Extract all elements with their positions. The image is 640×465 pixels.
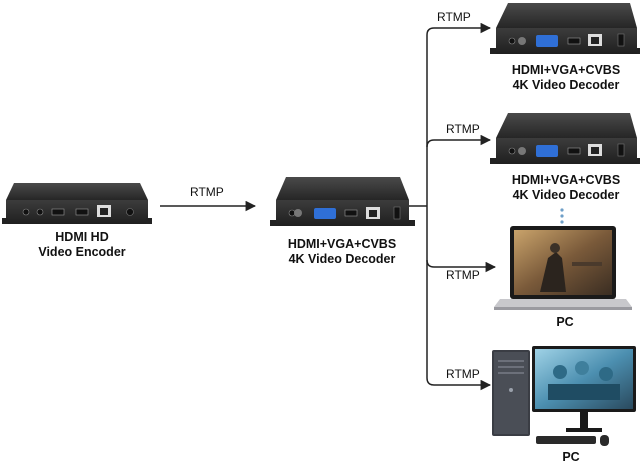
decoder-device-icon-top <box>490 3 640 54</box>
trunk-vertical <box>426 27 435 386</box>
decoder-device-icon-main <box>270 177 415 226</box>
decoder-top-label-line2: 4K Video Decoder <box>512 78 620 92</box>
decoder-main-label-line1: HDMI+VGA+CVBS <box>287 237 397 251</box>
arrow-to-laptop <box>426 259 497 273</box>
encoder-label-line1: HDMI HD <box>55 230 109 244</box>
rtmp-label-encoder-decoder: RTMP <box>190 185 224 199</box>
decoder-top-label-line1: HDMI+VGA+CVBS <box>511 63 621 77</box>
rtmp-label-mid-decoder: RTMP <box>446 122 480 136</box>
rtmp-label-desktop: RTMP <box>446 367 480 381</box>
connection-lines <box>160 22 497 391</box>
desktop-pc-icon <box>492 350 609 446</box>
rtmp-label-top-decoder: RTMP <box>437 10 471 24</box>
pc-laptop-label: PC <box>556 315 574 329</box>
pc-desktop-label: PC <box>562 450 580 464</box>
encoder-device-icon <box>2 183 152 224</box>
encoder-label: HDMI HD Video Encoder <box>22 230 142 260</box>
decoder-main-label: HDMI+VGA+CVBS 4K Video Decoder <box>272 237 412 267</box>
monitor-icon <box>532 346 636 432</box>
laptop-icon <box>494 226 632 310</box>
arrow-to-mid-decoder <box>426 134 492 148</box>
decoder-top-label: HDMI+VGA+CVBS 4K Video Decoder <box>496 63 636 93</box>
ellipsis-dots-icon <box>560 208 564 224</box>
decoder-mid-label-line2: 4K Video Decoder <box>512 188 620 202</box>
decoder-mid-label-line1: HDMI+VGA+CVBS <box>511 173 621 187</box>
decoder-mid-label: HDMI+VGA+CVBS 4K Video Decoder <box>496 173 636 203</box>
rtmp-label-laptop: RTMP <box>446 268 480 282</box>
encoder-label-line2: Video Encoder <box>38 245 126 259</box>
decoder-device-icon-mid <box>490 113 640 164</box>
decoder-main-label-line2: 4K Video Decoder <box>288 252 396 266</box>
